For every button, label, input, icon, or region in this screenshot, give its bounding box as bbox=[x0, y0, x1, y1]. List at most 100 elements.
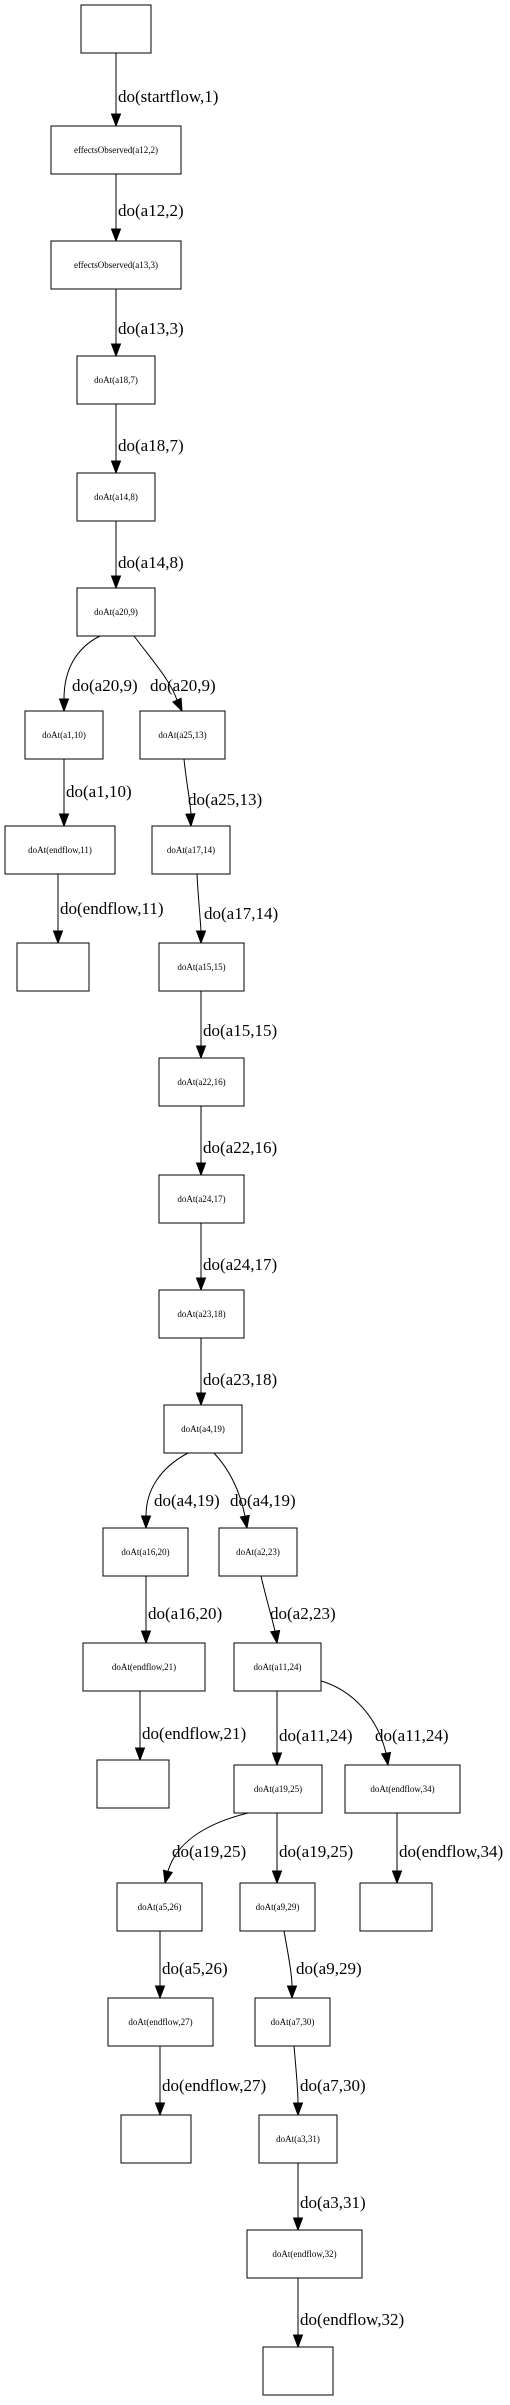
node: doAt(a22,16) bbox=[158, 1057, 245, 1107]
node-label: doAt(endflow,32) bbox=[272, 2249, 336, 2259]
edge-label: do(a7,30) bbox=[300, 2076, 366, 2095]
edge: do(a3,31) bbox=[292, 2163, 366, 2232]
edge-label: do(endflow,27) bbox=[162, 2076, 266, 2095]
edge: do(a4,19) bbox=[140, 1452, 220, 1530]
edge-line bbox=[260, 1575, 276, 1632]
node: doAt(a14,8) bbox=[76, 472, 156, 522]
node-box bbox=[359, 1882, 433, 1932]
node-box bbox=[82, 1642, 206, 1692]
edge: do(endflow,21) bbox=[134, 1691, 246, 1762]
edge-label: do(a3,31) bbox=[300, 2193, 366, 2212]
edge: do(a25,13) bbox=[183, 758, 262, 828]
node-box bbox=[262, 2346, 334, 2396]
arrowhead-icon bbox=[52, 930, 64, 945]
node-label: doAt(a16,20) bbox=[121, 1547, 169, 1557]
node: doAt(endflow,11) bbox=[4, 825, 116, 875]
node: doAt(a16,20) bbox=[102, 1527, 189, 1577]
node: doAt(a19,25) bbox=[233, 1764, 323, 1814]
edge-label: do(a12,2) bbox=[118, 201, 184, 220]
node: doAt(a5,26) bbox=[116, 1882, 203, 1932]
node-label: doAt(a1,10) bbox=[42, 730, 86, 740]
node-box bbox=[233, 1764, 323, 1814]
edge: do(a22,16) bbox=[195, 1106, 277, 1177]
node-label: doAt(a19,25) bbox=[254, 1784, 302, 1794]
node: doAt(a1,10) bbox=[24, 710, 104, 760]
node: doAt(a18,7) bbox=[76, 355, 156, 405]
node-label: doAt(a24,17) bbox=[177, 1194, 225, 1204]
node-box bbox=[254, 1997, 331, 2047]
node-label: doAt(endflow,34) bbox=[370, 1784, 434, 1794]
node-label: doAt(a25,13) bbox=[158, 730, 206, 740]
edge-line bbox=[133, 635, 178, 701]
edge-label: do(a14,8) bbox=[118, 553, 184, 572]
edge-line bbox=[196, 873, 202, 932]
edge: do(startflow,1) bbox=[110, 53, 218, 128]
node: doAt(endflow,27) bbox=[107, 1997, 214, 2047]
node-box bbox=[258, 2114, 338, 2164]
node: doAt(a9,29) bbox=[239, 1882, 316, 1932]
node-box bbox=[76, 355, 156, 405]
node-box bbox=[233, 1642, 322, 1692]
node-box bbox=[96, 1759, 170, 1809]
arrowhead-icon bbox=[292, 2217, 304, 2232]
edge-label: do(a11,24) bbox=[375, 1726, 449, 1745]
edge-label: do(a22,16) bbox=[203, 1138, 277, 1157]
node-box bbox=[16, 942, 90, 992]
node-label: doAt(a9,29) bbox=[256, 1902, 300, 1912]
edge-label: do(endflow,32) bbox=[300, 2310, 404, 2329]
edge-line bbox=[213, 1452, 246, 1517]
node-box bbox=[102, 1527, 189, 1577]
edge: do(a19,25) bbox=[271, 1813, 353, 1885]
arrowhead-icon bbox=[292, 2102, 304, 2117]
node-label: doAt(a5,26) bbox=[138, 1902, 182, 1912]
node-box bbox=[151, 825, 231, 875]
edge: do(a17,14) bbox=[195, 873, 278, 945]
edge: do(endflow,27) bbox=[154, 2046, 266, 2117]
edge-label: do(a19,25) bbox=[172, 1842, 246, 1861]
node-label: doAt(a7,30) bbox=[271, 2017, 315, 2027]
edge: do(a11,24) bbox=[317, 1679, 449, 1767]
arrowhead-icon bbox=[286, 1985, 298, 2000]
edge-line bbox=[167, 1812, 249, 1872]
node-box bbox=[139, 710, 226, 760]
node-label: doAt(a23,18) bbox=[177, 1309, 225, 1319]
edge: do(a15,15) bbox=[195, 991, 277, 1060]
edge: do(endflow,32) bbox=[292, 2278, 404, 2349]
edge-label: do(a19,25) bbox=[279, 1842, 353, 1861]
arrowhead-icon bbox=[58, 813, 70, 828]
node-label: doAt(a11,24) bbox=[254, 1662, 302, 1672]
edge-label: do(a17,14) bbox=[204, 904, 278, 923]
node-box bbox=[50, 125, 182, 175]
edge-line bbox=[317, 1679, 387, 1754]
edge: do(endflow,11) bbox=[52, 874, 164, 945]
arrowhead-icon bbox=[154, 1985, 166, 2000]
edge-label: do(a4,19) bbox=[154, 1491, 220, 1510]
node: doAt(a2,23) bbox=[218, 1527, 298, 1577]
empty-node bbox=[80, 4, 152, 54]
edge: do(a1,10) bbox=[58, 759, 132, 828]
node-label: doAt(a2,23) bbox=[236, 1547, 280, 1557]
arrowhead-icon bbox=[195, 1392, 207, 1407]
edge-label: do(a15,15) bbox=[203, 1021, 277, 1040]
empty-node bbox=[359, 1882, 433, 1932]
edge-label: do(a2,23) bbox=[270, 1604, 336, 1623]
arrowhead-icon bbox=[271, 1870, 283, 1885]
edge-label: do(endflow,11) bbox=[60, 899, 164, 918]
arrowhead-icon bbox=[195, 1045, 207, 1060]
edge: do(a9,29) bbox=[283, 1930, 362, 2000]
edge: do(a20,9) bbox=[133, 635, 216, 713]
node: doAt(a17,14) bbox=[151, 825, 231, 875]
edge: do(a2,23) bbox=[260, 1575, 336, 1645]
node-box bbox=[120, 2114, 192, 2164]
edge-label: do(a5,26) bbox=[162, 1959, 228, 1978]
edge-line bbox=[145, 1452, 189, 1517]
node-label: doAt(a4,19) bbox=[181, 1424, 225, 1434]
arrowhead-icon bbox=[58, 698, 70, 713]
arrowhead-icon bbox=[271, 1752, 283, 1767]
edge: do(a24,17) bbox=[195, 1223, 277, 1292]
edge: do(a11,24) bbox=[271, 1691, 353, 1767]
node-box bbox=[163, 1404, 243, 1454]
node-label: doAt(endflow,21) bbox=[112, 1662, 176, 1672]
node: doAt(a3,31) bbox=[258, 2114, 338, 2164]
